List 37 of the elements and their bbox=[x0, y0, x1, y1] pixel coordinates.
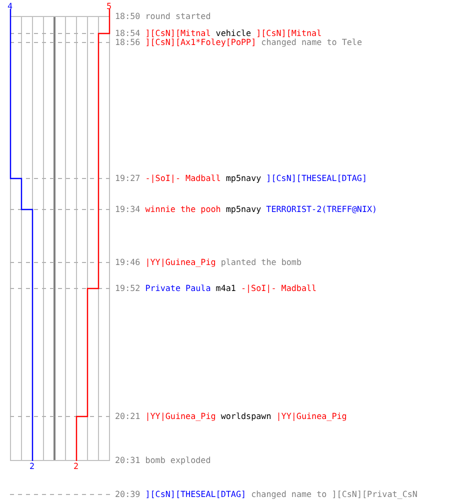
player-name: -|SoI|- Madball bbox=[145, 173, 221, 183]
event-text: changed name to ][CsN][Privat_CsN bbox=[251, 489, 418, 499]
time-label: 20:21 bbox=[115, 411, 140, 421]
event-text: planted the bomb bbox=[220, 257, 302, 267]
time-label: 20:31 bbox=[115, 455, 140, 465]
player-name: |YY|Guinea_Pig bbox=[145, 411, 216, 421]
player-name: Private Paula bbox=[145, 283, 211, 293]
player-name: -|SoI|- Madball bbox=[240, 283, 317, 293]
event-text: changed name to Tele bbox=[261, 37, 362, 47]
player-name: ][CsN][THESEAL[DTAG] bbox=[145, 489, 246, 499]
time-label: 20:39 bbox=[115, 489, 140, 499]
time-label: 18:50 bbox=[115, 11, 140, 21]
player-name: ][CsN][THESEAL[DTAG] bbox=[266, 173, 367, 183]
time-label: 19:46 bbox=[115, 257, 140, 267]
kill-cause: vehicle bbox=[216, 28, 252, 38]
event-text: bomb exploded bbox=[145, 455, 211, 465]
player-name: |YY|Guinea_Pig bbox=[145, 257, 216, 267]
player-name: ][CsN][Ax1*Foley[PoPP] bbox=[145, 37, 256, 47]
time-label: 19:34 bbox=[115, 204, 140, 214]
time-label: 18:54 bbox=[115, 28, 140, 38]
player-name: TERRORIST-2(TREFF@NIX) bbox=[266, 204, 378, 214]
count-label: 4 bbox=[6, 2, 14, 10]
player-name: ][CsN][Mitnal bbox=[145, 28, 211, 38]
time-label: 19:27 bbox=[115, 173, 140, 183]
player-name: |YY|Guinea_Pig bbox=[276, 411, 347, 421]
count-label: 2 bbox=[28, 462, 36, 470]
count-label: 5 bbox=[105, 2, 113, 10]
time-label: 18:56 bbox=[115, 37, 140, 47]
kill-cause: m4a1 bbox=[216, 283, 236, 293]
kill-cause: mp5navy bbox=[226, 173, 262, 183]
event-text: round started bbox=[145, 11, 211, 21]
player-name: ][CsN][Mitnal bbox=[256, 28, 322, 38]
count-label: 2 bbox=[72, 462, 80, 470]
player-name: winnie the pooh bbox=[145, 204, 221, 214]
kill-cause: worldspawn bbox=[220, 411, 272, 421]
time-label: 19:52 bbox=[115, 283, 140, 293]
kill-cause: mp5navy bbox=[226, 204, 262, 214]
